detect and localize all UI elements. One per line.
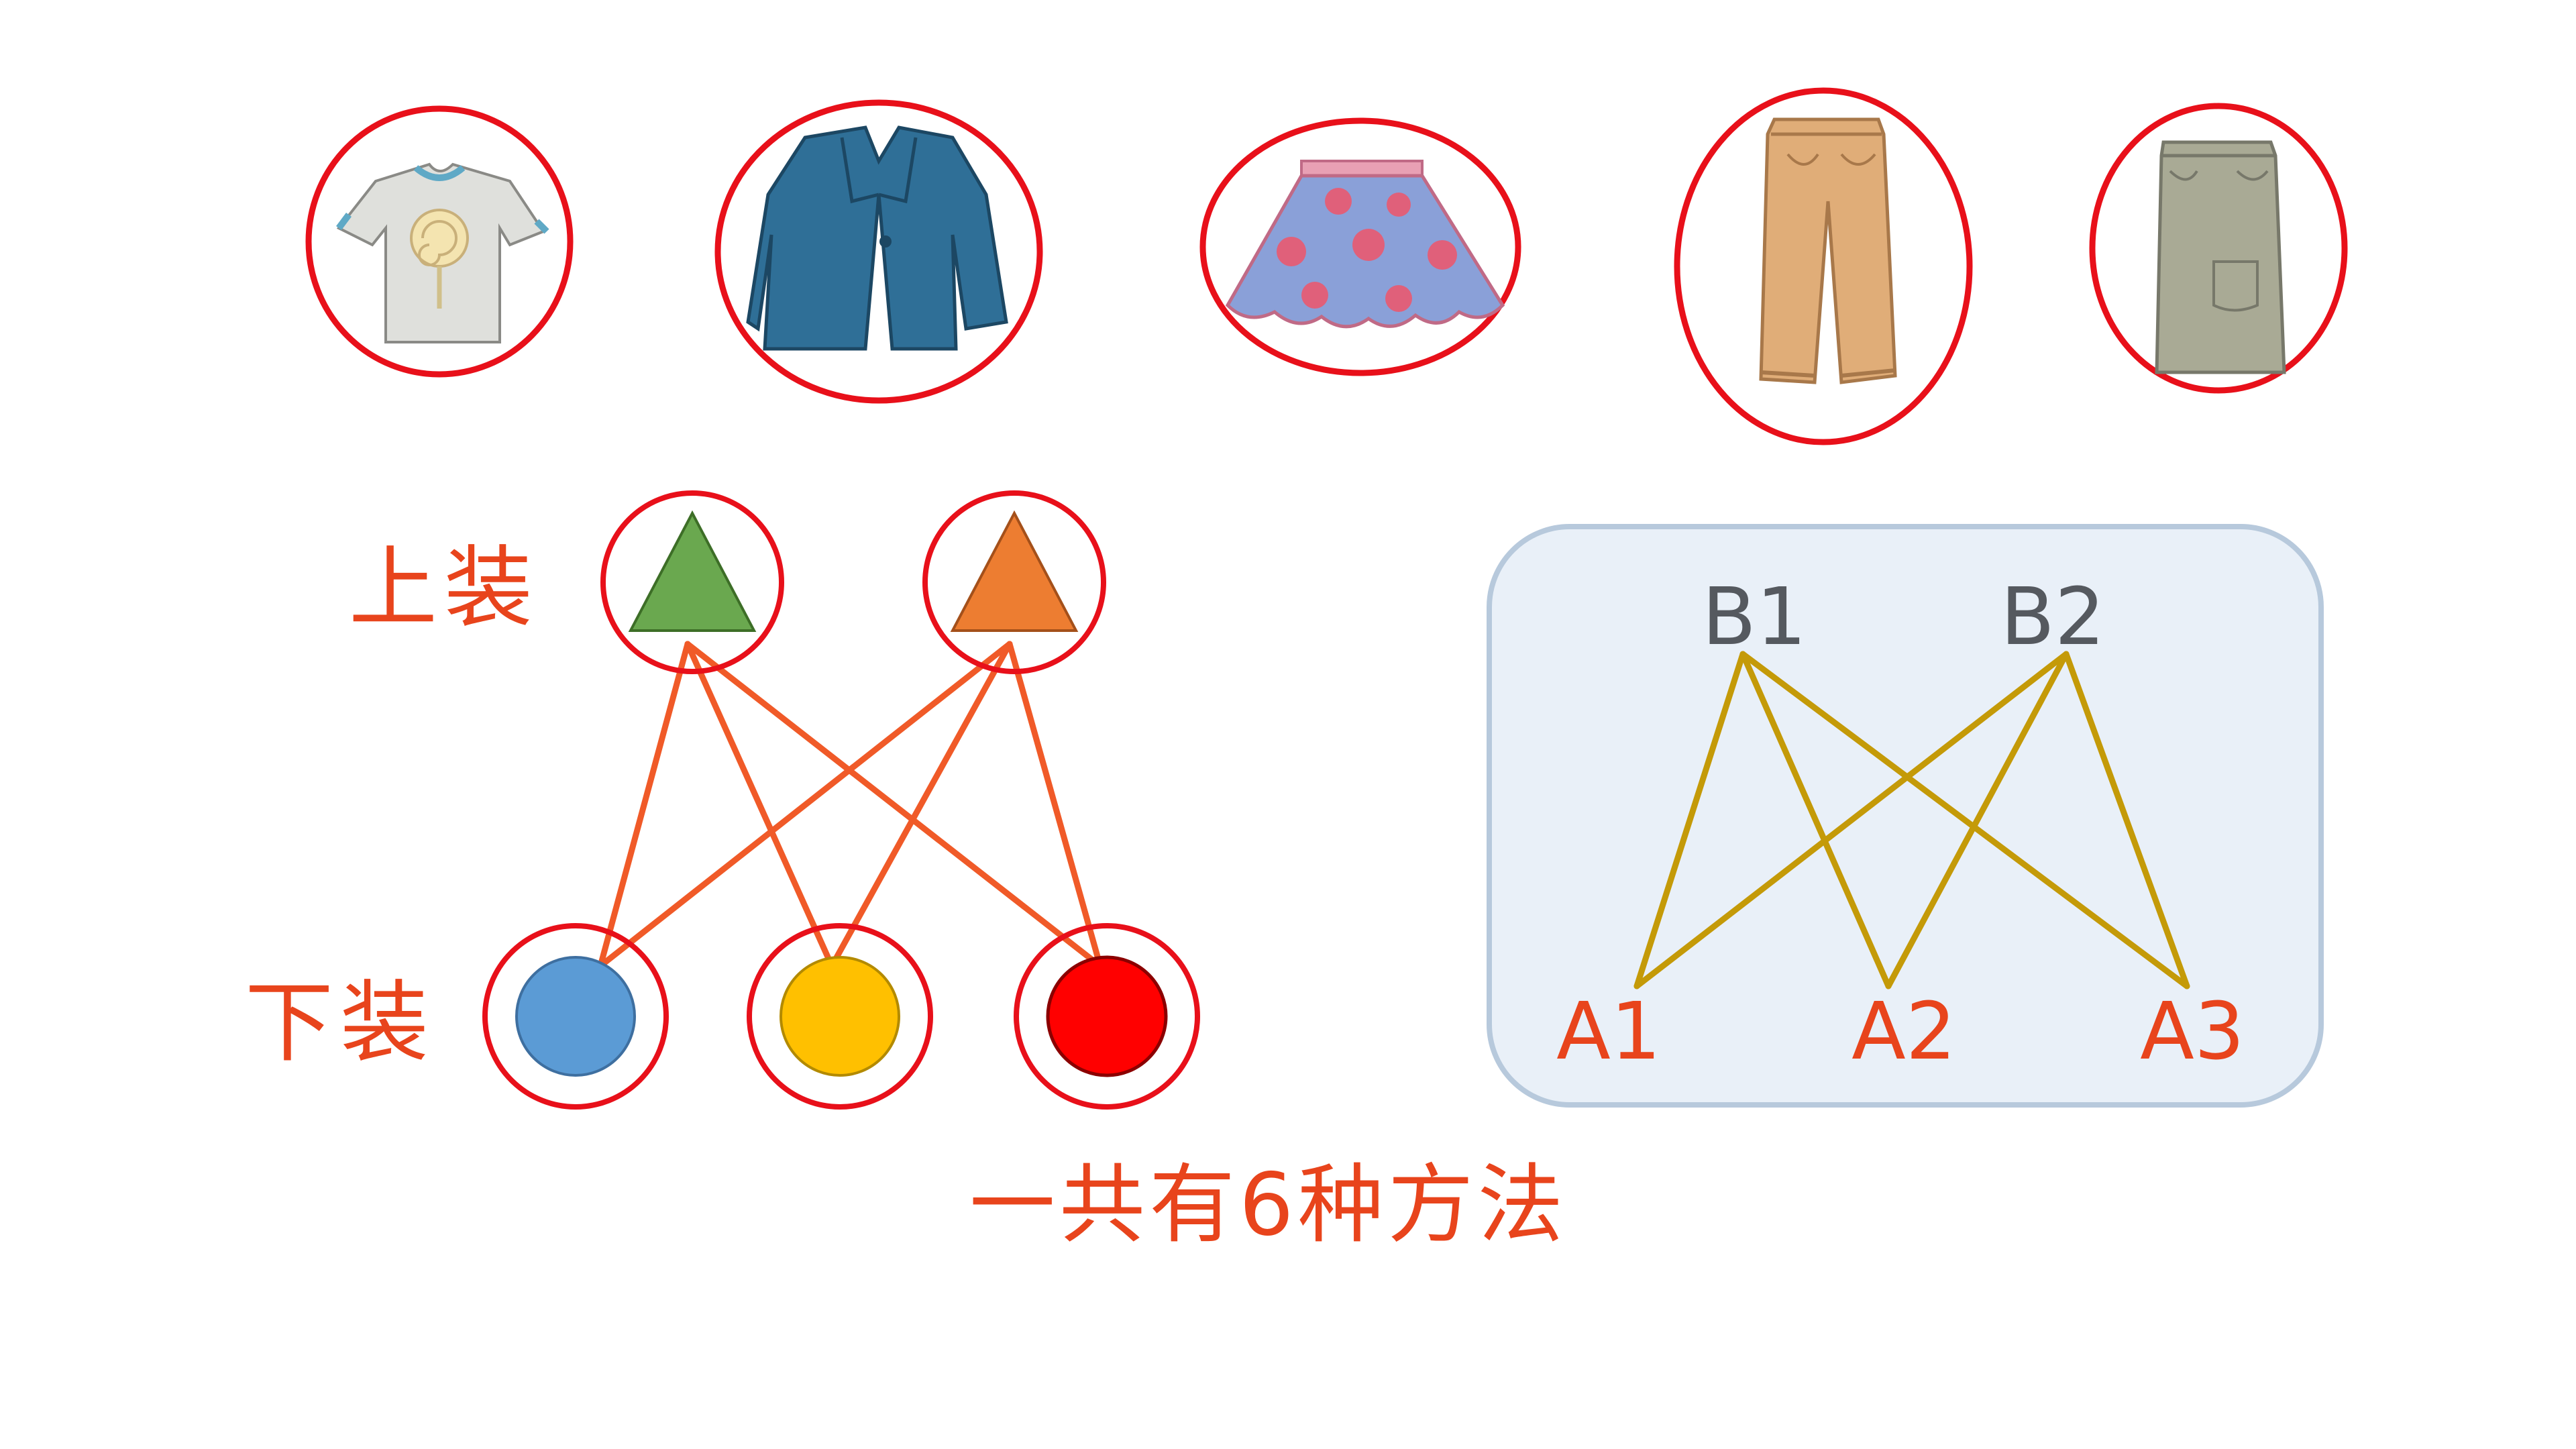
pencil-skirt-icon xyxy=(2089,103,2348,394)
bottom-label: 下装 xyxy=(245,971,435,1075)
bottom-node-blue xyxy=(482,923,669,1110)
connection-line-top1-bottom1 xyxy=(597,641,691,969)
abstract-line-b1-a2 xyxy=(1739,651,1892,989)
connection-line-top1-bottom3 xyxy=(684,641,1104,969)
node-a2: A2 xyxy=(1851,985,1956,1077)
connection-lines xyxy=(597,641,1104,969)
node-a1: A1 xyxy=(1556,985,1661,1077)
connection-line-top1-bottom2 xyxy=(684,641,835,969)
connection-line-top2-bottom2 xyxy=(828,641,1013,969)
bottom-node-yellow xyxy=(747,923,933,1110)
abstract-connection-lines xyxy=(1633,651,2190,989)
connection-line-top2-bottom3 xyxy=(1006,641,1104,969)
outfit-tree-diagram: 上装 下装 xyxy=(245,490,1200,1110)
top-node-green xyxy=(600,490,784,674)
connection-line-top2-bottom1 xyxy=(597,641,1013,969)
abstract-line-b2-a1 xyxy=(1633,651,2070,989)
abstract-line-b2-a2 xyxy=(1885,651,2070,989)
node-a3: A3 xyxy=(2140,985,2245,1077)
node-b2: B2 xyxy=(2000,570,2105,663)
node-b1: B1 xyxy=(1702,570,1807,663)
bottom-node-red xyxy=(1014,923,1200,1110)
top-label: 上装 xyxy=(349,537,539,640)
polka-dot-skirt-icon xyxy=(1199,117,1521,376)
top-node-orange xyxy=(922,490,1106,674)
trousers-icon xyxy=(1674,87,1973,445)
abstract-line-b1-a1 xyxy=(1633,651,1746,989)
abstract-combination-box: B1 B2 A1 A2 A3 xyxy=(1487,524,2324,1108)
tshirt-icon xyxy=(305,105,574,378)
clothing-row xyxy=(305,87,2348,445)
blazer-icon xyxy=(714,99,1043,404)
abstract-line-b1-a3 xyxy=(1739,651,2190,989)
conclusion-text: 一共有6种方法 xyxy=(969,1155,1567,1255)
abstract-line-b2-a3 xyxy=(2063,651,2190,989)
